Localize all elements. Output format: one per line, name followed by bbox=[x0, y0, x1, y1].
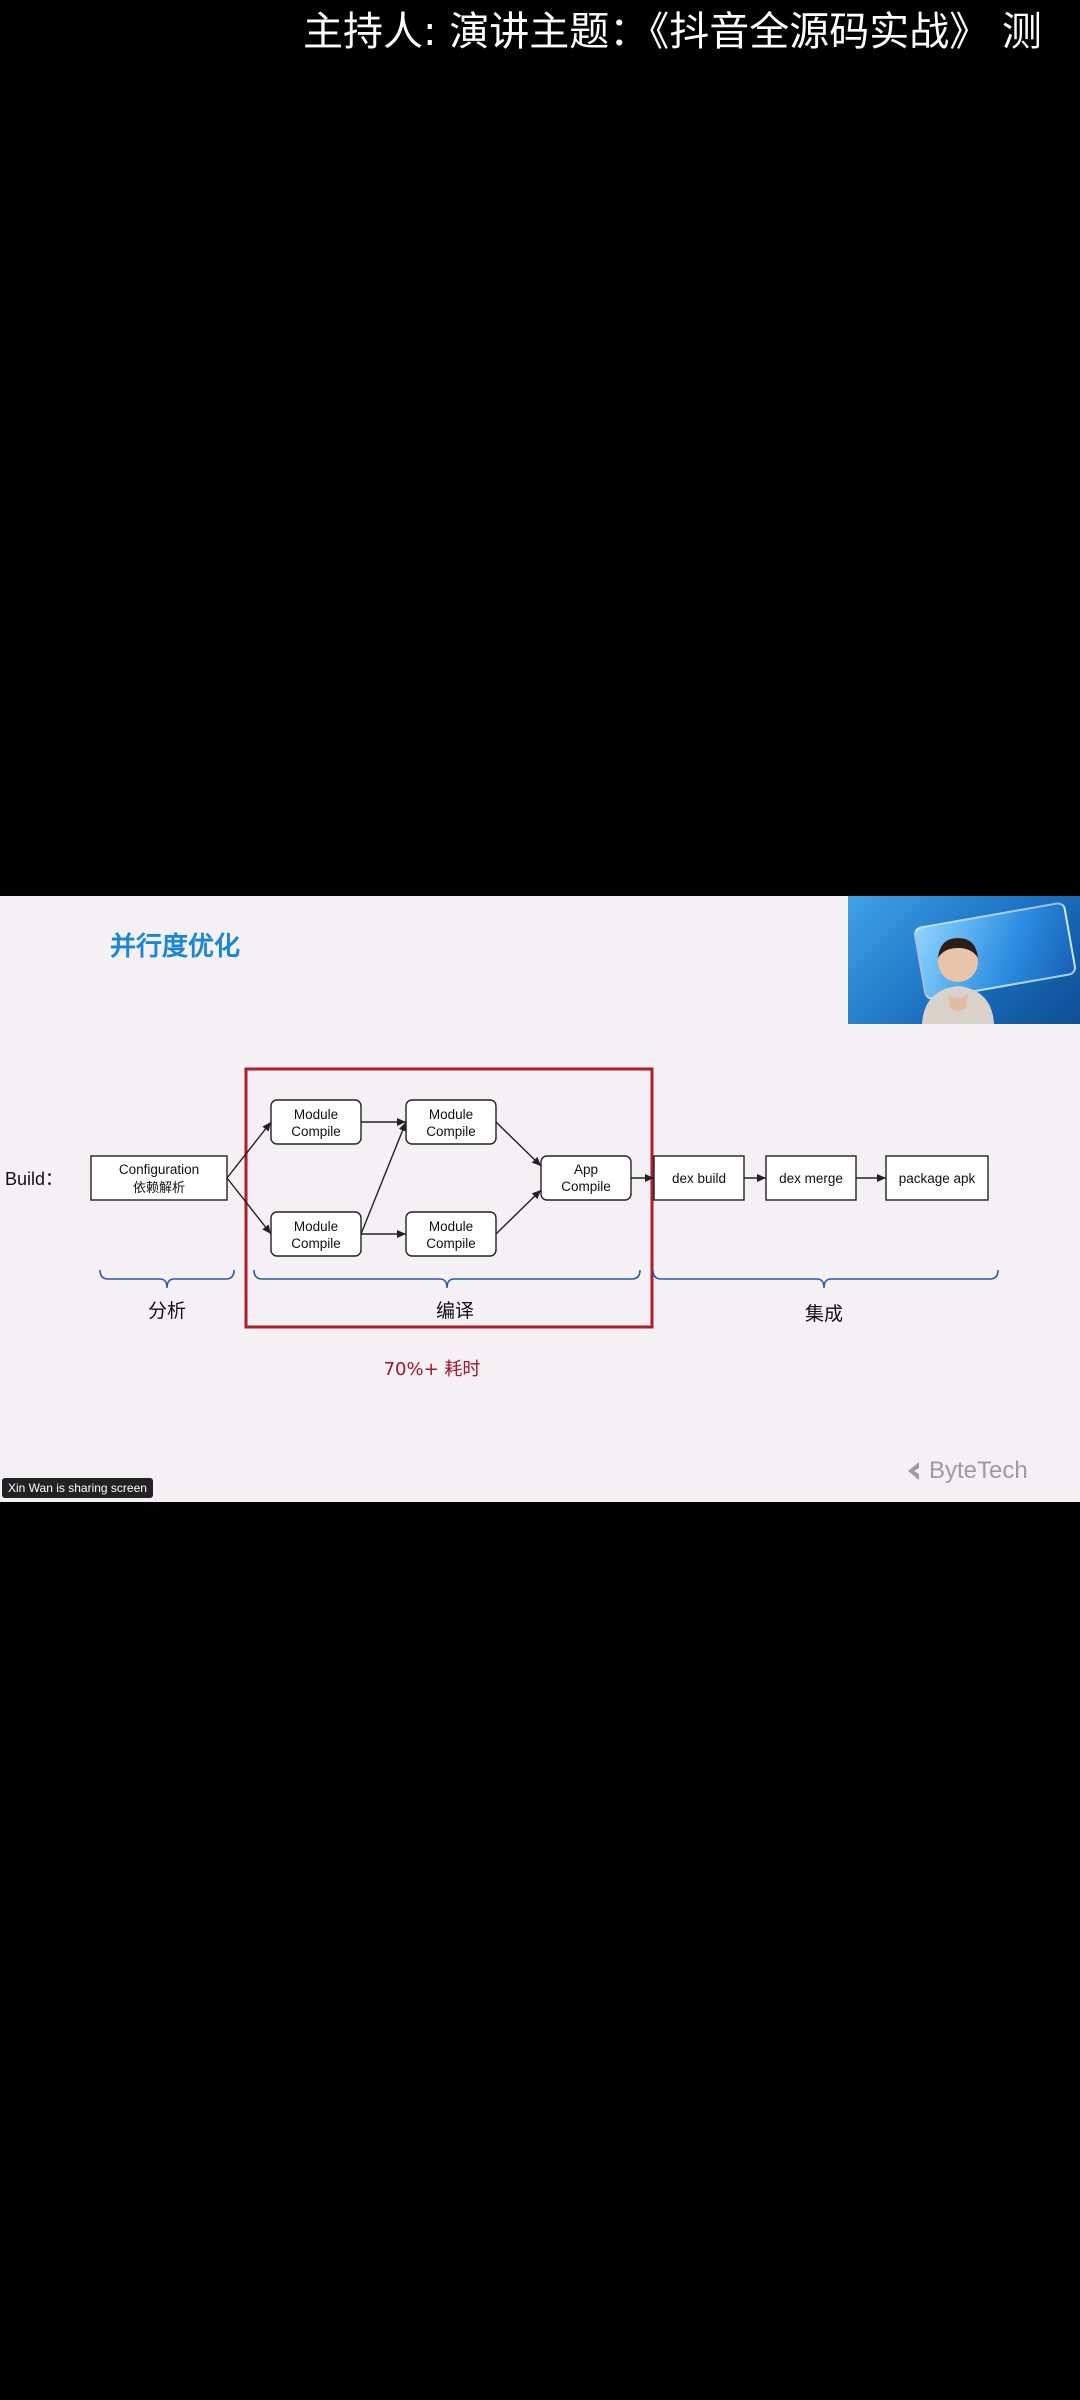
svg-text:Module: Module bbox=[294, 1219, 338, 1234]
dex-merge-node: dex merge bbox=[766, 1156, 856, 1200]
bytetech-mark-icon bbox=[905, 1460, 923, 1482]
build-label: Build： bbox=[5, 1169, 63, 1189]
configuration-node: Configuration 依赖解析 bbox=[91, 1156, 227, 1200]
svg-text:依赖解析: 依赖解析 bbox=[133, 1181, 185, 1196]
svg-text:Compile: Compile bbox=[426, 1124, 476, 1139]
svg-text:Module: Module bbox=[294, 1107, 338, 1122]
svg-text:package apk: package apk bbox=[899, 1171, 976, 1186]
brand-name: ByteTech bbox=[929, 1457, 1028, 1485]
phase-integrate-label: 集成 bbox=[805, 1303, 843, 1325]
svg-text:Compile: Compile bbox=[561, 1179, 611, 1194]
speaker-video-thumbnail[interactable] bbox=[848, 896, 1080, 1024]
compile-brace bbox=[254, 1270, 640, 1288]
meeting-title-marquee: 主持人: 演讲主题：《抖音全源码实战》 测 bbox=[303, 2, 1042, 62]
svg-text:Module: Module bbox=[429, 1107, 473, 1122]
svg-text:App: App bbox=[574, 1162, 598, 1177]
package-apk-node: package apk bbox=[886, 1156, 988, 1200]
module-compile-node: Module Compile bbox=[271, 1212, 361, 1256]
phase-analysis-label: 分析 bbox=[148, 1300, 186, 1322]
module-compile-node: Module Compile bbox=[406, 1212, 496, 1256]
time-note: 70%+ 耗时 bbox=[384, 1359, 481, 1380]
svg-text:Compile: Compile bbox=[291, 1236, 341, 1251]
app-compile-node: App Compile bbox=[541, 1156, 631, 1200]
module-compile-node: Module Compile bbox=[406, 1100, 496, 1144]
speaker-video-icon bbox=[910, 928, 1006, 1024]
screen-sharing-status: Xin Wan is sharing screen bbox=[2, 1478, 153, 1498]
shared-screen-slide: 并行度优化 Build： Configuration 依赖解析 Module C… bbox=[0, 896, 1080, 1502]
svg-text:dex merge: dex merge bbox=[779, 1171, 843, 1186]
analysis-brace bbox=[100, 1270, 234, 1288]
svg-text:Compile: Compile bbox=[291, 1124, 341, 1139]
svg-text:Module: Module bbox=[429, 1219, 473, 1234]
svg-text:dex build: dex build bbox=[672, 1171, 726, 1186]
svg-text:Compile: Compile bbox=[426, 1236, 476, 1251]
phase-compile-label: 编译 bbox=[436, 1300, 474, 1322]
integrate-brace bbox=[653, 1270, 998, 1288]
bytetech-logo: ByteTech bbox=[905, 1456, 1028, 1486]
module-compile-node: Module Compile bbox=[271, 1100, 361, 1144]
svg-text:Configuration: Configuration bbox=[119, 1162, 199, 1177]
dex-build-node: dex build bbox=[654, 1156, 744, 1200]
